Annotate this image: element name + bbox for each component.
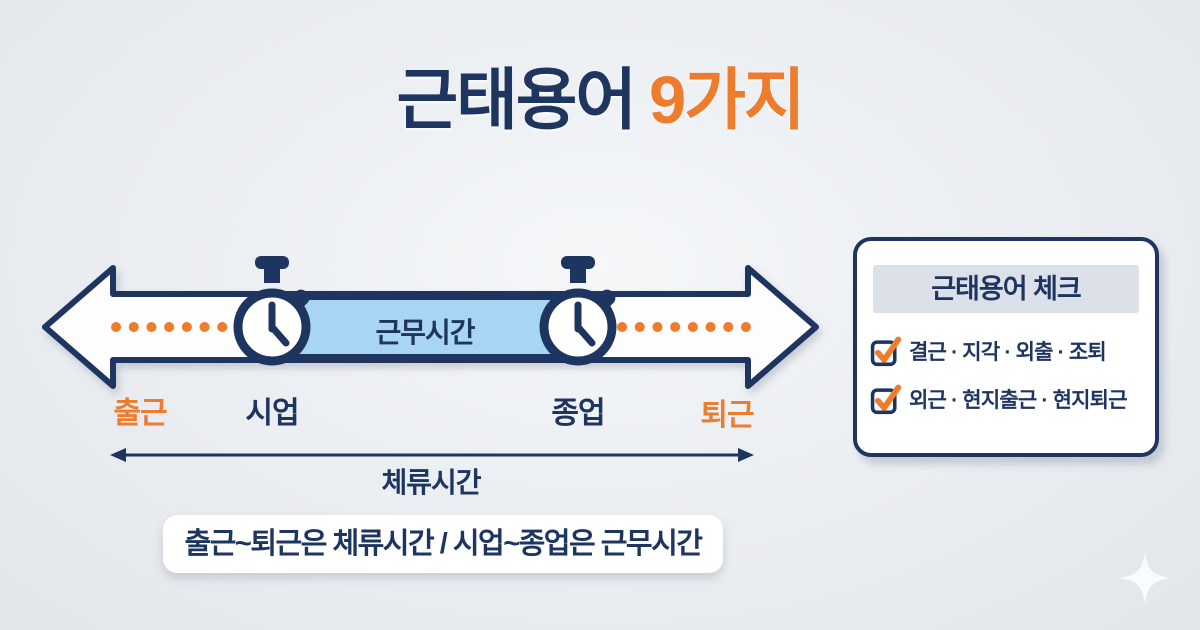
label-work-end: 종업 xyxy=(551,397,605,430)
list-item: 외근 · 현지출근 · 현지퇴근 xyxy=(869,379,1145,419)
title-main: 근태용어 xyxy=(396,63,637,138)
label-stay-hours: 체류시간 xyxy=(381,467,481,498)
panel-item-list: 결근 · 지각 · 외출 · 조퇴 외근 · 현지출근 · 현지퇴근 xyxy=(869,331,1145,419)
stay-time-arrow xyxy=(110,448,754,462)
working-hours-band xyxy=(266,294,584,360)
list-item: 결근 · 지각 · 외출 · 조퇴 xyxy=(869,331,1145,371)
stopwatch-icon xyxy=(539,256,617,366)
sparkle-icon xyxy=(1119,552,1171,604)
label-clock-out: 퇴근 xyxy=(700,399,754,432)
label-working-hours: 근무시간 xyxy=(375,317,475,348)
summary-caption: 출근~퇴근은 체류시간 / 시업~종업은 근무시간 xyxy=(163,515,723,573)
panel-item-label: 결근 · 지각 · 외출 · 조퇴 xyxy=(909,341,1107,364)
title-highlight: 9가지 xyxy=(649,63,806,138)
stopwatch-icon xyxy=(233,256,311,366)
label-work-start: 시업 xyxy=(245,397,299,430)
panel-title: 근태용어 체크 xyxy=(873,265,1139,313)
panel-item-label: 외근 · 현지출근 · 현지퇴근 xyxy=(909,389,1128,412)
label-clock-in: 출근 xyxy=(113,397,167,430)
terms-check-panel: 근태용어 체크 결근 · 지각 · 외출 · 조퇴 외근 · 현지출근 · 현지… xyxy=(853,237,1159,457)
checkbox-checked-icon xyxy=(870,384,901,415)
checkbox-checked-icon xyxy=(870,336,901,367)
